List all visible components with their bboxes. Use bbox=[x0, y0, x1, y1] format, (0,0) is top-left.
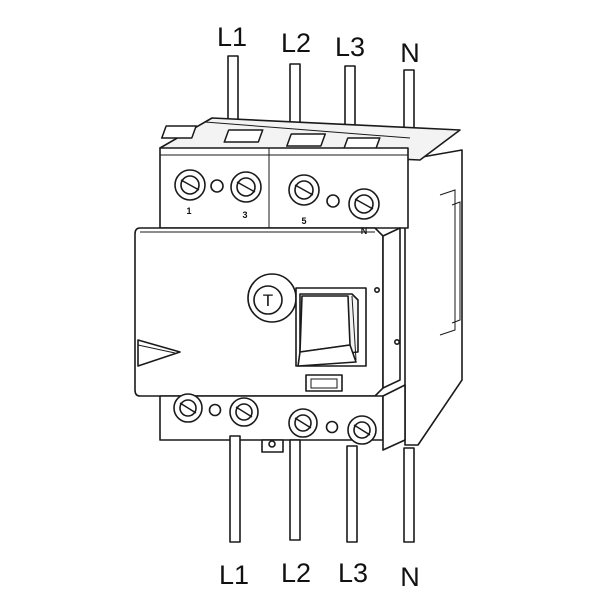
top-labels: L1 L2 L3 N bbox=[217, 22, 420, 68]
lower-hole-1 bbox=[208, 403, 222, 417]
wire-bottom-l3 bbox=[346, 445, 358, 543]
label-top-l2: L2 bbox=[281, 28, 311, 58]
label-bottom-l1: L1 bbox=[219, 560, 249, 590]
screw-upper-5[interactable] bbox=[288, 174, 320, 206]
indicator-hole bbox=[210, 179, 224, 193]
wire-bottom-n bbox=[403, 447, 415, 543]
screw-lower-2[interactable] bbox=[229, 397, 259, 427]
cover-dot bbox=[373, 286, 380, 293]
label-top-l3: L3 bbox=[335, 32, 365, 62]
status-window bbox=[305, 374, 343, 392]
top-clamps bbox=[160, 125, 381, 151]
cover-edge bbox=[382, 227, 401, 389]
upper-screws bbox=[174, 169, 380, 220]
screw-upper-1[interactable] bbox=[174, 169, 206, 201]
cover-notch bbox=[137, 339, 181, 367]
side-groove-2 bbox=[451, 201, 461, 324]
terminal-number-1: 1 bbox=[186, 206, 191, 216]
top-wires bbox=[227, 55, 415, 155]
label-bottom-n: N bbox=[400, 562, 420, 592]
screw-lower-3[interactable] bbox=[288, 408, 318, 438]
status-window-inner bbox=[310, 378, 338, 389]
lower-tab-hole bbox=[268, 440, 276, 448]
bottom-wires bbox=[229, 435, 415, 543]
lever-handle[interactable] bbox=[299, 295, 351, 353]
test-button-inner[interactable] bbox=[253, 285, 283, 315]
side-panel bbox=[404, 149, 463, 446]
side-groove bbox=[439, 189, 456, 336]
terminal-numbers: 1 3 5 N bbox=[186, 206, 367, 236]
terminal-number-n: N bbox=[361, 226, 368, 236]
wire-bottom-l1 bbox=[229, 435, 241, 543]
terminal-number-5: 5 bbox=[301, 216, 306, 226]
label-bottom-l3: L3 bbox=[338, 558, 368, 588]
test-button[interactable]: T bbox=[247, 273, 297, 323]
wire-bottom-l2 bbox=[289, 439, 301, 541]
screw-upper-n[interactable] bbox=[348, 188, 380, 220]
toggle-lever[interactable] bbox=[295, 287, 367, 367]
label-bottom-l2: L2 bbox=[281, 558, 311, 588]
screw-lower-n[interactable] bbox=[347, 415, 377, 445]
lower-block-side bbox=[382, 384, 406, 451]
lower-screws bbox=[173, 393, 377, 445]
label-top-l1: L1 bbox=[217, 22, 247, 52]
terminal-number-3: 3 bbox=[242, 210, 247, 220]
screw-upper-3[interactable] bbox=[230, 171, 262, 203]
lever-handle-front[interactable] bbox=[297, 344, 357, 367]
bottom-labels: L1 L2 L3 N bbox=[219, 558, 420, 592]
label-top-n: N bbox=[400, 38, 420, 68]
screw-lower-1[interactable] bbox=[173, 393, 203, 423]
lower-hole-2 bbox=[325, 420, 339, 434]
test-button-letter: T bbox=[263, 291, 273, 310]
cover-dot-2 bbox=[393, 338, 400, 345]
indicator-hole-2 bbox=[326, 194, 340, 208]
